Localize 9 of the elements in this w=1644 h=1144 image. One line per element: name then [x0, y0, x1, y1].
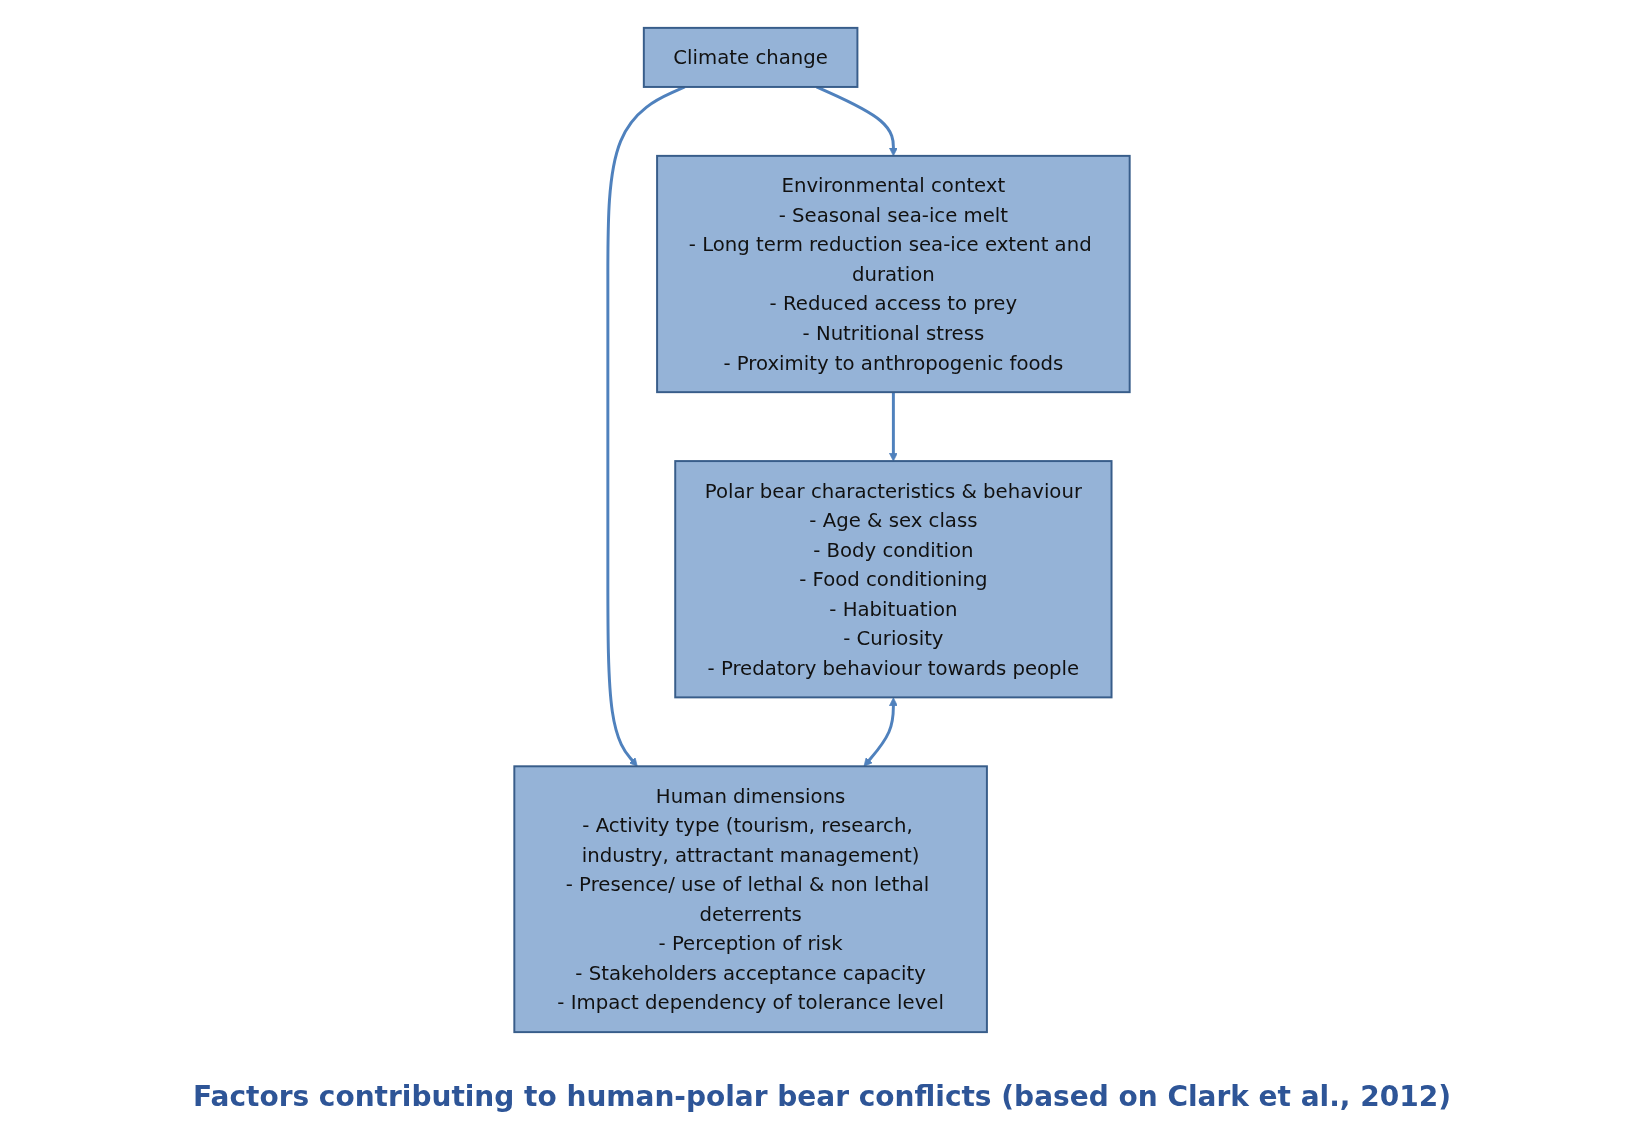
node-box: Environmental context - Seasonal sea-ice melt - Long term reduction sea-ice extent and duration - Reduced access to prey - Nutritional stress - Proximity to anthropogenic foods: [656, 154, 1131, 394]
arrow: [863, 697, 898, 767]
node-box: Climate change: [642, 26, 859, 88]
node-box: Polar bear characteristics & behaviour - Age & sex class - Body condition - Food conditioning - Habituation - Curiosity - Predatory behaviour towards people: [674, 460, 1113, 699]
arrow: [606, 85, 686, 767]
arrow: [889, 392, 898, 462]
caption: Factors contributing to human-polar bear conflicts (based on Clark et al., 2012): [193, 1080, 1451, 1113]
node-box: Human dimensions - Activity type (tourism, research, industry, attractant management) - Presence/ use of lethal & non lethal deterrents - Perception of risk - Stakeholders acceptance capacity - Impact dependency of tolerance level: [513, 765, 988, 1034]
arrow: [815, 85, 898, 157]
